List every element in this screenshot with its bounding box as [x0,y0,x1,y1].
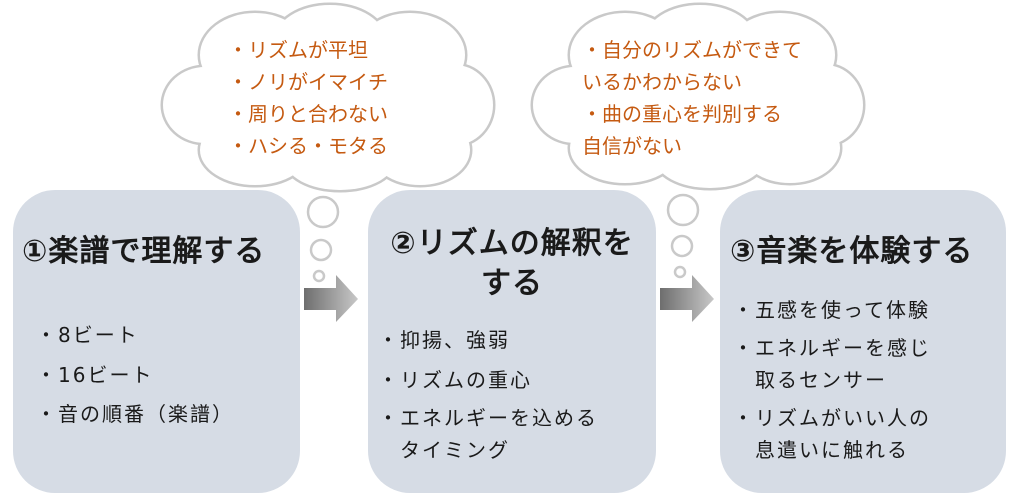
arrow-right-icon [304,275,358,322]
step-3-box [720,190,1006,493]
step-1-title: ①楽譜で理解する [22,234,266,269]
cloud-1-text: ・リズムが平坦 ・ノリがイマイチ ・周りと合わない ・ハシる・モタる [228,34,388,162]
step-3-item: ・五感を使って体験 [733,298,930,322]
cloud-line: ・ハシる・モタる [228,134,388,158]
step-3-item: ・リズムがいい人の [733,406,931,430]
step-1-box [13,190,300,493]
step-1-item: ・8ビート [36,323,139,347]
cloud-line: ・周りと合わない [228,102,388,126]
cloud-line: ・曲の重心を判別する [582,102,782,126]
cloud-line: ・自分のリズムができて [582,38,802,62]
step-2-title-cont: する [481,266,543,301]
step-1-item: ・16ビート [36,363,154,387]
arrow-right-icon [660,275,714,322]
step-2-item: ・リズムの重心 [378,368,532,392]
step-3-item: 息遣いに触れる [733,438,909,462]
step-3-item: ・エネルギーを感じ [733,336,931,360]
thought-cloud-1 [160,2,496,283]
thought-cloud-2 [530,2,866,279]
step-2-item: ・抑揚、強弱 [378,328,510,352]
cloud-2-text: ・自分のリズムができて いるかわからない ・曲の重心を判別する 自信がない [582,34,802,162]
cloud-line: ・ノリがイマイチ [228,70,388,94]
cloud-line: 自信がない [582,134,682,158]
step-2-item: ・エネルギーを込める [378,406,598,430]
cloud-line: いるかわからない [582,70,742,94]
step-2-title: ②リズムの解釈を [390,226,634,261]
step-3-title: ③音楽を体験する [730,234,974,269]
cloud-line: ・リズムが平坦 [228,38,368,62]
step-1-item: ・音の順番（楽譜） [36,402,234,426]
step-3-item: 取るセンサー [733,368,887,392]
step-2-item: タイミング [378,438,510,462]
step-2-box [368,190,656,493]
